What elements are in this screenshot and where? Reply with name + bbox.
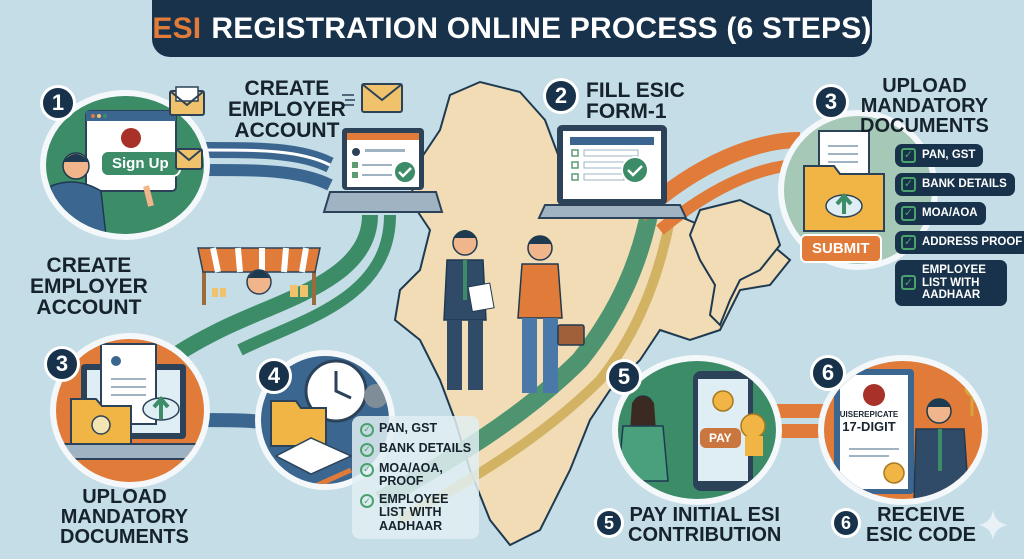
step-1-title-top: CREATE EMPLOYER ACCOUNT — [228, 77, 346, 142]
document-pill: ✓ADDRESS PROOF — [895, 231, 1024, 254]
check-circle-icon: ✓ — [360, 423, 374, 437]
laptop-form-icon — [537, 125, 688, 219]
step-1-badge: 1 — [40, 85, 76, 121]
step-3-left-title: UPLOAD MANDATORY DOCUMENTS — [60, 486, 189, 548]
folder-upload-icon — [803, 130, 885, 232]
check-circle-icon: ✓ — [360, 443, 374, 457]
pay-button[interactable]: PAY — [700, 428, 741, 448]
step-1-title-left: CREATE EMPLOYER ACCOUNT — [30, 254, 148, 319]
step-6-badge: 6 — [810, 355, 846, 391]
title-accent: ESI — [152, 11, 202, 45]
title-text: REGISTRATION ONLINE PROCESS (6 STEPS) — [211, 11, 872, 45]
checkbox-icon: ✓ — [901, 148, 916, 163]
checkbox-icon: ✓ — [901, 206, 916, 221]
document-pill: ✓PAN, GST — [895, 144, 984, 167]
laptop-upload-icon — [56, 343, 204, 460]
step-6-illustration — [818, 355, 988, 505]
laptop-account-icon — [322, 83, 444, 213]
checklist-item: ✓EMPLOYEE LIST WITH AADHAAR — [360, 493, 470, 532]
envelope-small-icon — [175, 148, 203, 170]
certificate-text: UISEREPICATE 17-DIGIT — [839, 410, 899, 434]
step-2-badge: 2 — [543, 78, 579, 114]
checklist-item: ✓MOA/AOA, PROOF — [360, 461, 450, 488]
step-4-checklist: ✓PAN, GST ✓BANK DETAILS ✓MOA/AOA, PROOF … — [352, 416, 480, 539]
step-2-title: FILL ESIC FORM-1 — [586, 79, 685, 123]
sparkle-icon — [978, 510, 1008, 540]
page-title: ESI REGISTRATION ONLINE PROCESS (6 STEPS… — [152, 0, 872, 57]
people-illustration — [443, 230, 585, 393]
checklist-item: ✓BANK DETAILS — [360, 441, 471, 457]
step-5-label-badge: 5 — [594, 508, 624, 538]
step-5-badge: 5 — [606, 359, 642, 395]
check-circle-icon: ✓ — [360, 463, 374, 477]
document-pill: ✓EMPLOYEE LIST WITH AADHAAR — [895, 260, 1007, 306]
signup-button[interactable]: Sign Up — [100, 150, 181, 177]
clock-gear-documents-icon — [270, 359, 388, 484]
checkbox-icon: ✓ — [901, 235, 916, 250]
step-4-badge: 4 — [256, 358, 292, 394]
step-3-badge: 3 — [813, 84, 849, 120]
step-6-label-badge: 6 — [831, 508, 861, 538]
certificate-key-icon — [834, 369, 980, 499]
envelope-icon — [169, 86, 205, 116]
checkbox-icon: ✓ — [901, 275, 916, 291]
checklist-item: ✓PAN, GST — [360, 421, 471, 437]
document-pill: ✓BANK DETAILS — [895, 173, 1015, 196]
step-3-document-list: ✓PAN, GST ✓BANK DETAILS ✓MOA/AOA ✓ADDRES… — [895, 144, 1024, 306]
checkbox-icon: ✓ — [901, 177, 916, 192]
market-stall-icon — [197, 247, 321, 305]
check-circle-icon: ✓ — [360, 494, 374, 509]
step-6-title: RECEIVE ESIC CODE — [866, 504, 977, 546]
step-3-left-illustration — [50, 333, 210, 488]
step-3-title: UPLOAD MANDATORY DOCUMENTS — [860, 75, 989, 137]
step-5-title: PAY INITIAL ESI CONTRIBUTION — [628, 504, 782, 546]
document-pill: ✓MOA/AOA — [895, 202, 986, 225]
phone-payment-icon — [618, 371, 766, 491]
step-3-left-badge: 3 — [44, 346, 80, 382]
submit-button[interactable]: SUBMIT — [800, 234, 882, 263]
